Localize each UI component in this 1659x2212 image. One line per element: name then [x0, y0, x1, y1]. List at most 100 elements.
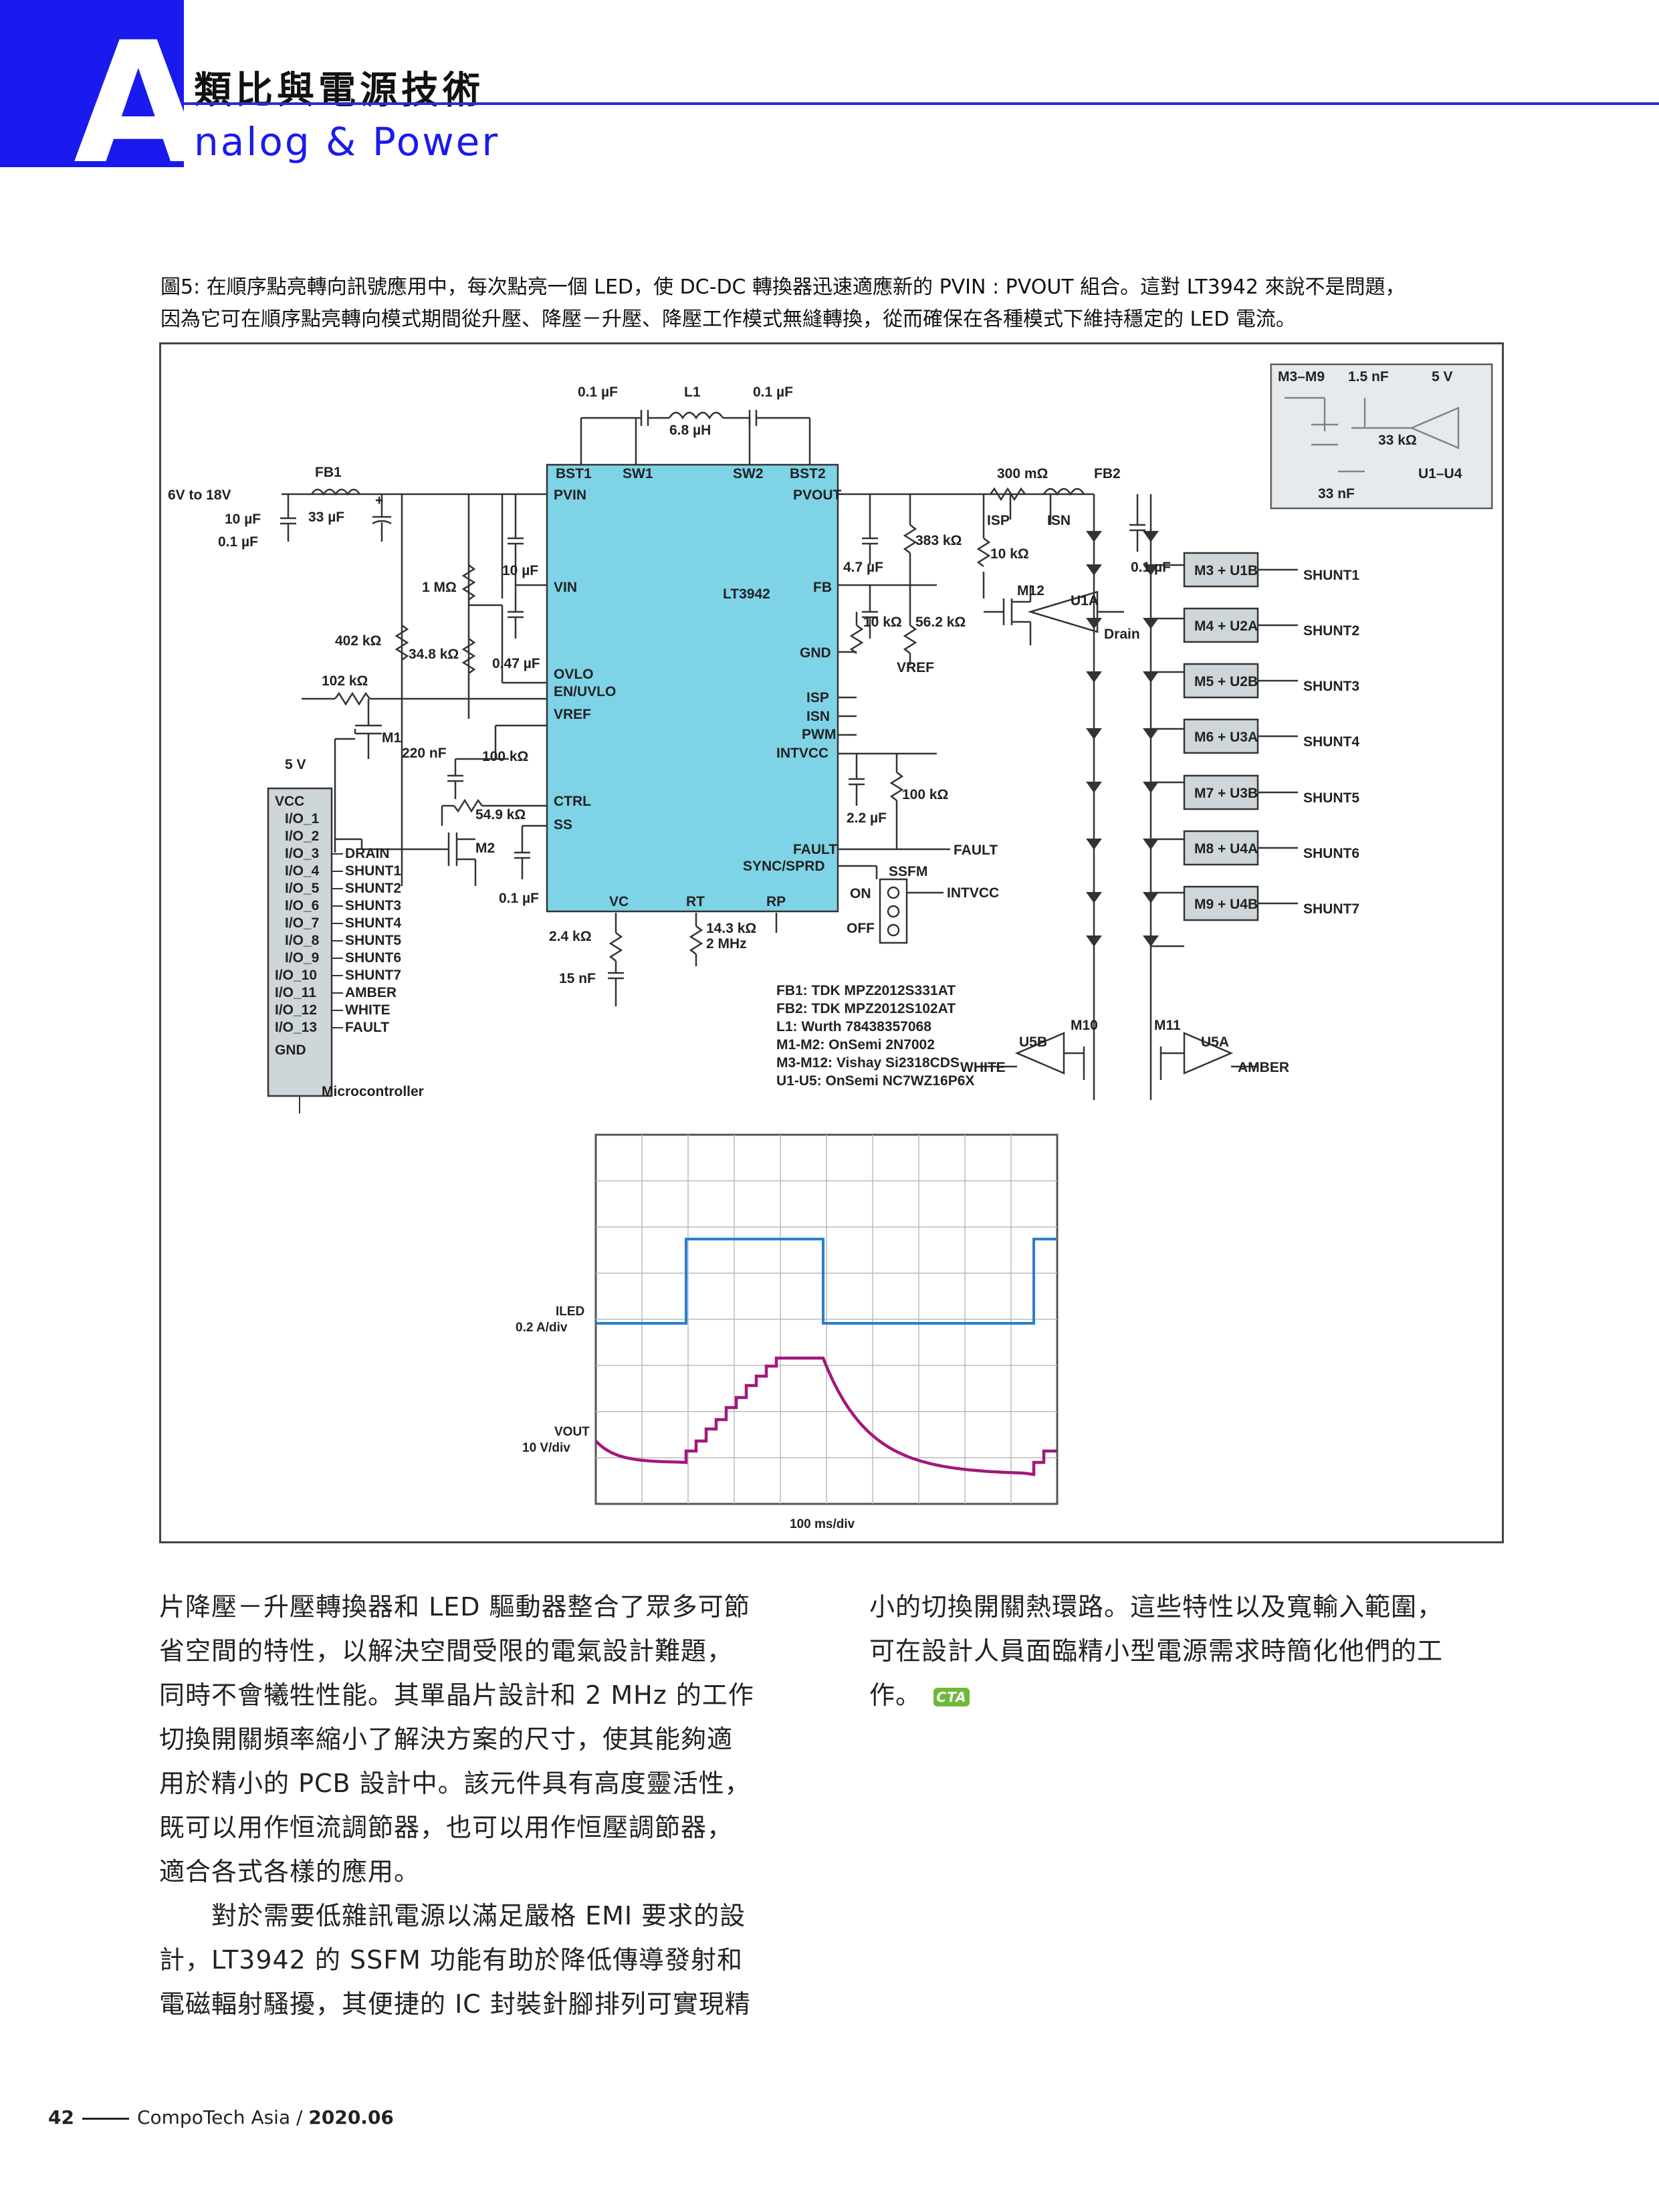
pin-rp: RP [766, 894, 786, 909]
label-24k: 2.4 kΩ [549, 929, 592, 944]
mcu-sig-shunt6: SHUNT6 [345, 950, 401, 966]
label-01uf-out: 0.1 µF [1131, 560, 1171, 575]
shunt-box-bodies [1183, 552, 1259, 921]
label-m12: M12 [1017, 583, 1044, 598]
pin-pvout: PVOUT [793, 487, 842, 503]
header-color-block [0, 0, 184, 167]
bom-list: FB1: TDK MPZ2012S331AT FB2: TDK MPZ2012S… [776, 983, 974, 1089]
label-isn: ISN [1047, 513, 1071, 528]
mcu-pin-io13: I/O_13 [275, 1020, 317, 1035]
label-1m: 1 MΩ [422, 580, 457, 595]
inset-33nf: 33 nF [1318, 486, 1355, 502]
label-m1: M1 [382, 730, 401, 746]
body-column-left: 片降壓－升壓轉換器和 LED 驅動器整合了眾多可節 省空間的特性，以解決空間受限… [159, 1585, 794, 2026]
label-amber: AMBER [1238, 1060, 1289, 1075]
label-l1: L1 [684, 384, 701, 400]
issue-date: 2020.06 [308, 2106, 394, 2128]
pin-vin: VIN [554, 580, 577, 595]
shunt-out-7: SHUNT7 [1303, 901, 1359, 917]
header-big-letter: A [74, 6, 203, 201]
mcu-sig-drain: DRAIN [345, 846, 390, 861]
pin-vref: VREF [554, 707, 591, 722]
shunt-out-4: SHUNT4 [1303, 734, 1359, 750]
mcu-pin-io3: I/O_3 [285, 846, 319, 861]
inset-u1-u4: U1–U4 [1418, 466, 1462, 481]
label-c-33uf: 33 µF [308, 510, 344, 525]
mcu-pin-io8: I/O_8 [285, 933, 320, 948]
figure-caption-line-1: 圖5: 在順序點亮轉向訊號應用中，每次點亮一個 LED，使 DC-DC 轉換器迅… [160, 275, 1406, 299]
pin-intvcc: INTVCC [776, 746, 828, 761]
label-10k-b: 10 kΩ [863, 615, 902, 630]
label-fault-out: FAULT [954, 843, 998, 858]
label-u5a: U5A [1201, 1034, 1229, 1050]
mcu-sig-amber: AMBER [345, 985, 397, 1000]
label-m2: M2 [475, 841, 495, 856]
body-line: 片降壓－升壓轉換器和 LED 驅動器整合了眾多可節 [159, 1592, 750, 1622]
mcu-sig-shunt3: SHUNT3 [345, 898, 401, 913]
label-5v: 5 V [285, 757, 306, 772]
body-line: 用於精小的 PCB 設計中。該元件具有高度靈活性， [159, 1769, 751, 1798]
label-ssfm: SSFM [889, 864, 927, 879]
bom-line-3: L1: Wurth 78438357068 [776, 1019, 931, 1034]
vout-name: VOUT [554, 1425, 590, 1439]
cta-logo: CTA [933, 1687, 970, 1706]
shunt-out-6: SHUNT6 [1303, 846, 1359, 861]
label-402k: 402 kΩ [335, 633, 381, 649]
page-number: 42 [48, 2106, 74, 2128]
iled-scale: 0.2 A/div [516, 1321, 568, 1335]
vout-scale: 10 V/div [522, 1441, 570, 1455]
label-143k: 14.3 kΩ [706, 921, 756, 936]
section-title-zh: 類比與電源技術 [194, 68, 484, 112]
pin-pwm: PWM [802, 727, 836, 742]
label-047uf: 0.47 µF [492, 656, 540, 671]
pin-rt: RT [686, 894, 705, 909]
mcu-pin-io2: I/O_2 [285, 828, 319, 844]
shunt-box-4: M6 + U3A [1194, 730, 1258, 745]
pin-isn: ISN [806, 709, 830, 724]
shunt-out-3: SHUNT3 [1303, 679, 1359, 694]
body-line: 小的切換開關熱環路。這些特性以及寬輸入範圍， [869, 1592, 1444, 1622]
label-100k-intvcc: 100 kΩ [902, 787, 948, 802]
body-line: 同時不會犧牲性能。其單晶片設計和 2 MHz 的工作 [159, 1680, 754, 1710]
label-22uf: 2.2 µF [847, 810, 887, 826]
scope-xlabel: 100 ms/div [790, 1517, 855, 1531]
inset-5v: 5 V [1432, 369, 1453, 384]
label-fb1: FB1 [315, 465, 342, 480]
pin-bst2: BST2 [790, 466, 826, 481]
bom-line-6: U1-U5: OnSemi NC7WZ16P6X [776, 1073, 974, 1089]
bom-line-5: M3-M12: Vishay Si2318CDS [776, 1055, 960, 1071]
label-fb2: FB2 [1094, 466, 1121, 481]
body-line: 適合各式各樣的應用。 [159, 1857, 421, 1886]
label-m10: M10 [1071, 1018, 1098, 1033]
pin-en-uvlo: EN/UVLO [554, 684, 616, 699]
label-on: ON [850, 886, 871, 901]
label-vin-range: 6V to 18V [168, 487, 231, 503]
label-u5b: U5B [1019, 1034, 1047, 1050]
scope-grid [596, 1135, 1057, 1504]
label-off: OFF [847, 921, 875, 936]
schematic-wires [280, 410, 1152, 1046]
footer-rule [82, 2117, 129, 2120]
body-line-end: 作。CTA [869, 1673, 1505, 1717]
pin-bst1: BST1 [556, 466, 592, 481]
pin-vc: VC [609, 894, 629, 909]
shunt-box-5: M7 + U3B [1194, 786, 1258, 801]
mcu-pin-io7: I/O_7 [285, 915, 319, 931]
figure-5: 0.1 µF L1 6.8 µH 0.1 µF FB1 6V to 18V 10… [159, 342, 1504, 1543]
label-drain: Drain [1104, 627, 1140, 642]
label-m11: M11 [1154, 1018, 1181, 1033]
body-column-right: 小的切換開關熱環路。這些特性以及寬輸入範圍， 可在設計人員面臨精小型電源需求時簡… [869, 1585, 1505, 1717]
pin-ctrl: CTRL [554, 794, 591, 809]
label-intvcc-ssfm: INTVCC [947, 885, 999, 901]
ic-pin-labels: LT3942 BST1 SW1 SW2 BST2 PVIN VIN OVLO E… [554, 466, 842, 909]
shunt-box-3: M5 + U2B [1194, 674, 1258, 689]
label-vref-r: VREF [897, 660, 934, 675]
body-line: 既可以用作恒流調節器，也可以用作恒壓調節器， [159, 1813, 734, 1842]
pin-sw2: SW2 [733, 466, 764, 481]
mcu-pin-io9: I/O_9 [285, 950, 319, 966]
label-c-10uf: 10 µF [225, 512, 261, 527]
inset-15nf: 1.5 nF [1348, 369, 1389, 384]
label-white: WHITE [960, 1060, 1006, 1075]
pin-sw1: SW1 [623, 466, 653, 481]
